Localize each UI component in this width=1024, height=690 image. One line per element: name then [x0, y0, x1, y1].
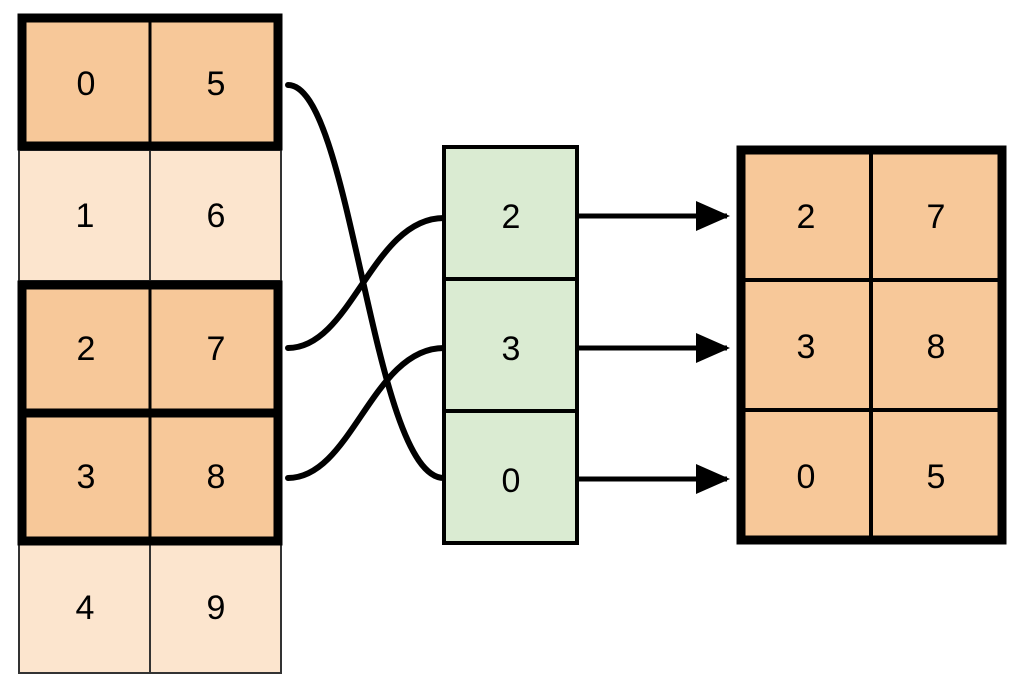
result-value-r2c1: 5 — [927, 458, 946, 496]
source-row-3[interactable]: 3 8 — [17, 408, 283, 546]
source-value-r0c0: 0 — [77, 65, 96, 103]
source-value-r1c0: 1 — [76, 197, 95, 235]
source-row-0[interactable]: 0 5 — [17, 13, 283, 151]
result-value-r1c0: 3 — [797, 328, 816, 366]
index-value-0: 2 — [502, 198, 521, 236]
source-value-r3c1: 8 — [207, 458, 226, 496]
arrow-connectors — [578, 200, 731, 494]
source-row-2[interactable]: 2 7 — [17, 280, 283, 418]
index-value-1: 3 — [502, 330, 521, 368]
source-value-r1c1: 6 — [207, 197, 226, 235]
source-cell-r4c1[interactable] — [149, 541, 282, 674]
index-value-2: 0 — [502, 462, 521, 500]
index-cell-0[interactable] — [442, 145, 579, 281]
index-column: 2 3 0 — [442, 145, 579, 545]
source-value-r4c1: 9 — [207, 589, 226, 627]
result-value-r0c0: 2 — [797, 198, 816, 236]
source-value-r0c1: 5 — [207, 65, 226, 103]
curve-connectors — [285, 82, 447, 481]
result-table: 2 7 3 8 0 5 — [736, 145, 1007, 545]
curve-row2-to-index0 — [285, 215, 447, 351]
source-table: 1 6 4 9 0 5 2 7 — [17, 13, 283, 674]
index-cell-1[interactable] — [442, 277, 579, 413]
curve-row3-to-index1 — [285, 345, 447, 481]
source-cell-r1c1[interactable] — [149, 149, 282, 282]
source-value-r3c0: 3 — [77, 458, 96, 496]
source-row-4[interactable]: 4 9 — [18, 541, 282, 674]
source-cell-r1c0[interactable] — [18, 149, 151, 282]
source-row-1[interactable]: 1 6 — [18, 149, 282, 282]
source-value-r2c1: 7 — [207, 330, 226, 368]
result-value-r0c1: 7 — [927, 198, 946, 236]
source-value-r4c0: 4 — [76, 589, 95, 627]
result-value-r2c0: 0 — [797, 458, 816, 496]
index-cell-2[interactable] — [442, 409, 579, 545]
result-value-r1c1: 8 — [927, 328, 946, 366]
source-value-r2c0: 2 — [77, 330, 96, 368]
